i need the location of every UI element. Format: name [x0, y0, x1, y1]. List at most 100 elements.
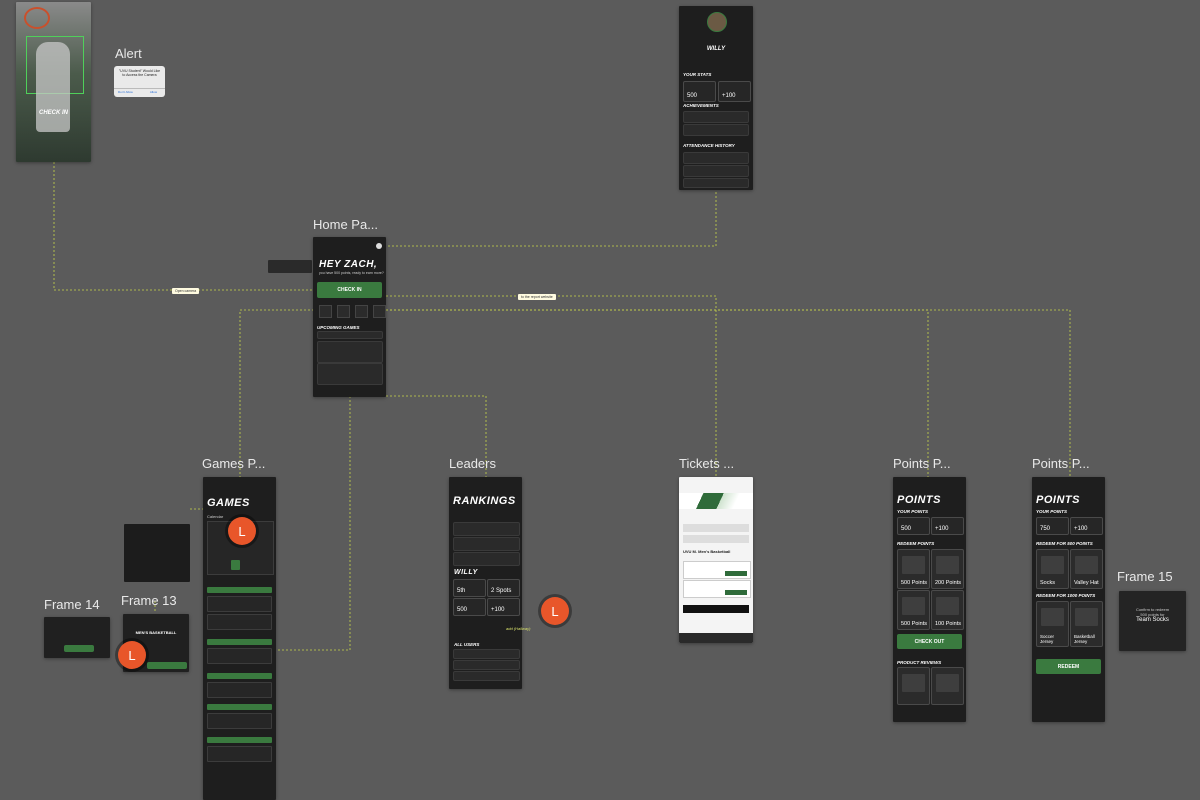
ticket-event-title: UVU M. Men's Basketball — [683, 549, 731, 554]
achievement-row[interactable] — [683, 124, 749, 136]
check-in-button[interactable]: CHECK IN — [317, 282, 382, 298]
game-row[interactable] — [207, 614, 272, 630]
frame-label-home[interactable]: Home Pa... — [313, 217, 379, 232]
points-title: POINTS — [1036, 494, 1080, 506]
top-rank-row[interactable] — [453, 537, 520, 551]
product-card[interactable]: 200 Points — [931, 549, 964, 589]
buy-ticket-button[interactable] — [725, 590, 747, 595]
date-row — [317, 331, 383, 339]
attendance-heading: ATTENDANCE HISTORY — [683, 143, 735, 148]
games-frame[interactable]: GAMES Calendar — [203, 477, 276, 800]
frame-15[interactable]: Confirm to redeem 500 points for Team So… — [1119, 591, 1186, 651]
points-frame-1[interactable]: POINTS YOUR POINTS 500 +100 REDEEM POINT… — [893, 477, 966, 722]
check-out-button[interactable]: CHECK OUT — [897, 634, 962, 649]
spots-stat: 2 Spots — [487, 579, 520, 597]
user-row[interactable] — [453, 660, 520, 670]
attendance-row[interactable] — [683, 152, 749, 164]
user-name: WILLY — [454, 569, 478, 576]
profile-avatar — [707, 12, 727, 32]
game-row[interactable] — [207, 713, 272, 729]
total-points-stat: 500 — [683, 81, 716, 102]
leaders-frame[interactable]: RANKINGS WILLY 5th 2 Spots 500 +100 ALL … — [449, 477, 522, 689]
tickets-frame[interactable]: UVU M. Men's Basketball — [679, 477, 753, 643]
frame-label-frame-14[interactable]: Frame 14 — [44, 597, 100, 612]
date-bar — [207, 639, 272, 645]
add-calendar-button[interactable] — [64, 645, 94, 652]
date-bar — [207, 587, 272, 593]
attendance-row[interactable] — [683, 165, 749, 177]
rankings-title: RANKINGS — [453, 495, 516, 507]
user-row[interactable] — [453, 671, 520, 681]
product-card[interactable]: Socks — [1036, 549, 1069, 589]
collaborator-avatar[interactable]: L — [118, 641, 146, 669]
game-row[interactable] — [207, 596, 272, 612]
frame-13-button[interactable] — [147, 662, 187, 669]
frame-label-points-2[interactable]: Points P... — [1032, 456, 1090, 471]
frame-label-points-1[interactable]: Points P... — [893, 456, 951, 471]
frame-14[interactable] — [44, 617, 110, 658]
product-card[interactable]: 100 Points — [931, 590, 964, 630]
confirm-line-1: Confirm to redeem — [1135, 607, 1170, 612]
achievement-row[interactable] — [683, 111, 749, 123]
flow-annotation: add (Hallway) — [506, 626, 531, 631]
frame-label-games[interactable]: Games P... — [202, 456, 266, 471]
product-card[interactable]: Soccer Jersey — [1036, 601, 1069, 647]
game-detail-popup[interactable] — [124, 524, 190, 582]
dont-allow-button[interactable]: Don't Allow — [118, 90, 133, 94]
game-row[interactable] — [207, 682, 272, 698]
game-row[interactable] — [207, 746, 272, 762]
points-stat: 500 — [453, 598, 486, 616]
attendance-row[interactable] — [683, 178, 749, 188]
collaborator-avatar[interactable]: L — [228, 517, 256, 545]
profile-frame[interactable]: WILLY YOUR STATS 500 +100 ACHIEVEMENTS A… — [679, 6, 753, 190]
collaborator-avatar[interactable]: L — [541, 597, 569, 625]
product-card[interactable]: Valley Hat — [1070, 549, 1103, 589]
home-frame[interactable]: HEY ZACH, you have 500 points, ready to … — [313, 237, 386, 397]
alert-dialog[interactable]: "UVU Student" Would Like to Access the C… — [114, 66, 165, 97]
upcoming-game-row[interactable] — [317, 363, 383, 385]
ticket-option[interactable] — [683, 580, 751, 598]
all-users-heading: ALL USERS — [454, 642, 480, 647]
frame-label-frame-15[interactable]: Frame 15 — [1117, 569, 1173, 584]
selected-day[interactable] — [231, 560, 240, 570]
allow-button[interactable]: Allow — [149, 90, 157, 94]
tickets-icon[interactable] — [355, 305, 368, 318]
frame-label-frame-13[interactable]: Frame 13 — [121, 593, 177, 608]
frame-label-leaders[interactable]: Leaders — [449, 456, 496, 471]
filter-bar[interactable] — [683, 524, 749, 532]
profile-icon[interactable] — [376, 243, 382, 249]
checkin-frame[interactable]: CHECK IN — [16, 2, 91, 162]
date-bar — [207, 673, 272, 679]
redeem-500-heading: REDEEM FOR 500 POINTS — [1036, 541, 1093, 546]
top-rank-row[interactable] — [453, 522, 520, 536]
your-stats-heading: YOUR STATS — [683, 72, 712, 77]
upcoming-game-row[interactable] — [317, 341, 383, 363]
ticket-option[interactable] — [683, 561, 751, 579]
game-row[interactable] — [207, 648, 272, 664]
review-card[interactable] — [931, 667, 964, 705]
points-icon[interactable] — [373, 305, 386, 318]
buy-ticket-button[interactable] — [725, 571, 747, 576]
leaders-icon[interactable] — [337, 305, 350, 318]
product-card[interactable]: 500 Points — [897, 590, 930, 630]
review-card[interactable] — [897, 667, 930, 705]
calendar-widget[interactable] — [207, 521, 274, 575]
bonus-stat: +100 — [1070, 517, 1103, 535]
bonus-stat: +100 — [931, 517, 964, 535]
points-title: POINTS — [897, 494, 941, 506]
redeem-button[interactable]: REDEEM — [1036, 659, 1101, 674]
product-card[interactable]: 500 Points — [897, 549, 930, 589]
games-icon[interactable] — [319, 305, 332, 318]
top-rank-row[interactable] — [453, 552, 520, 566]
filter-bar[interactable] — [683, 535, 749, 543]
flow-note: Open camera — [172, 288, 200, 294]
frame-label-alert[interactable]: Alert — [115, 46, 142, 61]
points-frame-2[interactable]: POINTS YOUR POINTS 750 +100 REDEEM FOR 5… — [1032, 477, 1105, 722]
confirm-line-2: 500 points for — [1140, 612, 1165, 617]
frame-label-tickets[interactable]: Tickets ... — [679, 456, 735, 471]
user-row[interactable] — [453, 649, 520, 659]
browser-toolbar — [679, 633, 753, 643]
product-card[interactable]: Basketball Jersey — [1070, 601, 1103, 647]
bonus-stat: +100 — [718, 81, 751, 102]
